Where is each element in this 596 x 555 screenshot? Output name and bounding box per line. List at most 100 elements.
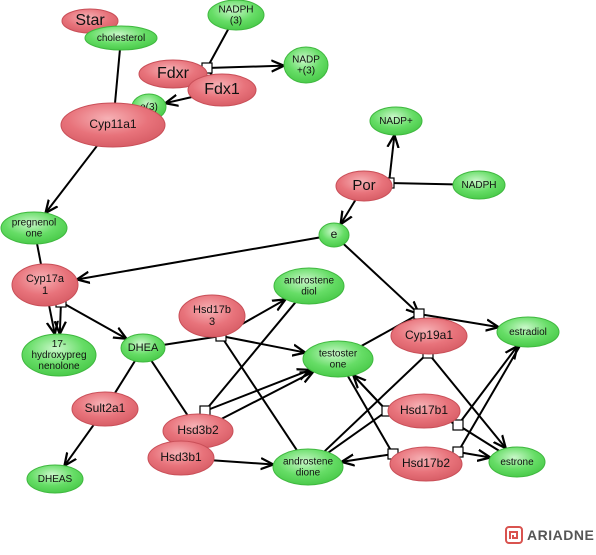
edge-sult2a1-dheas [64, 424, 95, 466]
node-label: DHEA [128, 342, 159, 354]
metabolite-ellipse [120, 333, 166, 363]
edge-h_fdx-nadp_3 [206, 66, 284, 68]
edge-hsd3b2-testosterone [221, 372, 313, 420]
metabolite-ellipse [302, 340, 374, 378]
edge-estradiol-h_hsd17b2_r [457, 345, 521, 453]
edge-androstenedione-h_hsd17b1 [327, 410, 388, 454]
metabolite-ellipse [318, 222, 350, 248]
node-label: NADP+(3) [292, 54, 320, 76]
edge-layer [36, 26, 521, 466]
node-hsd3b2[interactable]: Hsd3b2 [162, 413, 234, 449]
edge-por-e [341, 199, 357, 224]
edge-androstenediol-h_hsd3b [204, 301, 297, 412]
edge-dhea-hsd3b2 [150, 360, 189, 416]
edge-nadph-h_por [388, 182, 454, 186]
node-estradiol[interactable]: estradiol [496, 316, 560, 348]
node-sult2a1[interactable]: Sult2a1 [71, 391, 139, 427]
node-hsd17b2[interactable]: Hsd17b2 [389, 446, 463, 482]
node-label: e [331, 227, 338, 241]
node-nadph[interactable]: NADPH [452, 170, 506, 200]
edge-e-cyp17a1 [77, 236, 320, 280]
node-cyp19a1[interactable]: Cyp19a1 [390, 317, 468, 355]
metabolite-ellipse [84, 25, 158, 51]
node-fdxr[interactable]: Fdxr [138, 59, 208, 89]
edge-pregnenolone-cyp17a1 [36, 243, 42, 265]
node-nadp_plus[interactable]: NADP+ [369, 106, 423, 136]
edge-h_hsd17b1_r-estradiol [457, 346, 517, 426]
node-hsd17b1[interactable]: Hsd17b1 [387, 393, 461, 429]
node-hsd3b1[interactable]: Hsd3b1 [147, 440, 215, 476]
edge-testosterone-h_hsd17b2_l [347, 375, 394, 455]
node-dheas[interactable]: DHEAS [26, 464, 84, 494]
reaction-hub [413, 308, 425, 320]
node-label: Hsd3b2 [177, 423, 219, 437]
node-nadph_3[interactable]: NADPH(3) [207, 0, 265, 31]
node-label: NADPH [461, 180, 496, 191]
edge-h_cyp17-dhea [60, 301, 126, 339]
node-label: Fdxr [157, 65, 190, 82]
node-label: cholesterol [97, 33, 145, 44]
node-dhea[interactable]: DHEA [120, 333, 166, 363]
protein-ellipse [178, 294, 246, 338]
node-label: Hsd17b1 [400, 403, 448, 417]
node-label: Fdx1 [204, 81, 240, 98]
node-label: DHEAS [38, 474, 73, 485]
edge-cholesterol-cyp11a1 [114, 49, 121, 104]
edge-hsd3b1-androstenedione [213, 460, 274, 464]
edge-testosterone-h_cyp19_top [361, 313, 420, 347]
metabolite-ellipse [496, 316, 560, 348]
node-label: Por [352, 177, 375, 194]
node-cyp11a1[interactable]: Cyp11a1 [60, 102, 166, 148]
protein-ellipse [335, 170, 393, 202]
reaction-hub [452, 419, 464, 431]
protein-ellipse [11, 263, 79, 307]
node-fdx1[interactable]: Fdx1 [187, 73, 257, 107]
node-label: Hsd3b1 [160, 450, 202, 464]
ariadne-brand: ARIADNE [505, 526, 594, 544]
edge-cyp11a1-pregnenolone [46, 145, 98, 213]
metabolite-ellipse [26, 464, 84, 494]
protein-ellipse [389, 446, 463, 482]
node-label: Star [75, 12, 105, 29]
protein-ellipse [387, 393, 461, 429]
node-label: Cyp11a1 [89, 117, 136, 131]
metabolite-ellipse [207, 0, 265, 31]
edge-h_hsd17b2_l-androstenedione [342, 453, 394, 462]
node-label: estradiol [509, 327, 547, 338]
node-cholesterol[interactable]: cholesterol [84, 25, 158, 51]
edge-e-h_cyp19_top [343, 243, 419, 314]
node-estrone[interactable]: estrone [488, 446, 546, 478]
protein-ellipse [60, 102, 166, 148]
node-nadp_3[interactable]: NADP+(3) [283, 46, 329, 84]
node-por[interactable]: Por [335, 170, 393, 202]
edge-h_hsd17b3-testosterone [220, 335, 305, 353]
edge-h_hsd17b3-androstenedione [220, 335, 298, 451]
node-label: estrone [500, 457, 534, 468]
edge-h_hsd3b-testosterone [204, 370, 310, 412]
brand-name: ARIADNE [527, 527, 595, 543]
metabolite-ellipse [452, 170, 506, 200]
protein-ellipse [390, 317, 468, 355]
metabolite-ellipse [369, 106, 423, 136]
edge-testosterone-h_hsd17b1 [352, 374, 388, 412]
node-label: Hsd17b2 [402, 456, 450, 470]
metabolite-ellipse [21, 333, 97, 377]
node-e[interactable]: e [318, 222, 350, 248]
edge-dhea-sult2a1 [114, 360, 136, 394]
protein-ellipse [147, 440, 215, 476]
protein-ellipse [138, 59, 208, 89]
edge-androstenedione-h_cyp19_bot [323, 352, 429, 452]
edge-h_por-nadp_plus [389, 135, 394, 184]
